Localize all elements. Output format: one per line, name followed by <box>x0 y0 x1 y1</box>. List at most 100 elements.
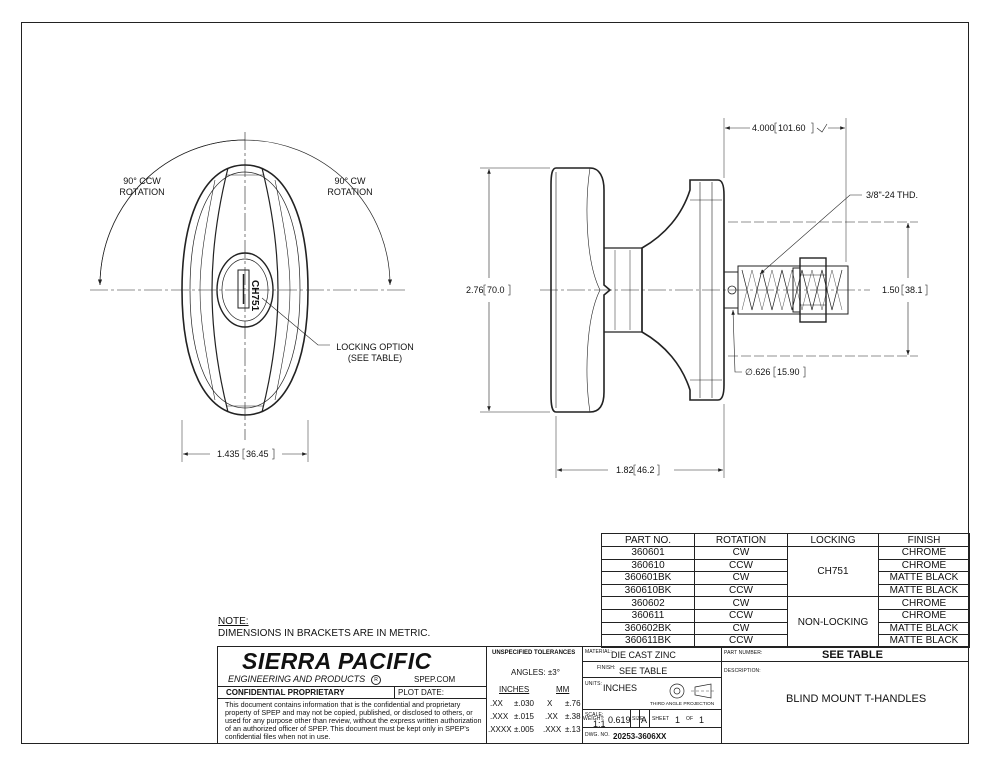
front-view <box>90 132 405 462</box>
company-name: SIERRA PACIFIC <box>242 648 432 674</box>
mm-heading: MM <box>556 685 570 694</box>
material-cell: MATERIAL: DIE CAST ZINC <box>582 646 722 662</box>
size-label: SIZE: <box>632 716 646 722</box>
rotation-cell: CW <box>694 596 788 610</box>
inches-heading: INCHES <box>499 685 530 694</box>
parts-table: PART NO. ROTATION LOCKING FINISH 360601 … <box>601 533 970 648</box>
dwg-no-label: DWG. NO. <box>585 732 610 738</box>
diameter-dim-mm: 15.90 <box>777 367 800 377</box>
tol-in-2: .XXX <box>490 712 509 721</box>
finish-cell: CHROME <box>878 596 970 610</box>
note-heading: NOTE: <box>218 616 249 627</box>
dwg-no-cell: DWG. NO. 20253-3606XX <box>582 727 722 744</box>
tol-mm-val-2: ±.38 <box>565 712 581 721</box>
height-dim: 2.76 <box>466 285 484 295</box>
handle-outline <box>181 164 309 416</box>
finish-cell: MATTE BLACK <box>878 621 970 636</box>
tol-mm-val-3: ±.13 <box>565 725 581 734</box>
finish-cell: FINISH: SEE TABLE <box>582 661 722 678</box>
handle-grip <box>550 167 612 413</box>
lock-code-label: CH751 <box>249 280 260 312</box>
part-no-cell: 360611 <box>601 608 695 623</box>
width-dim-mm: 36.45 <box>246 449 269 459</box>
angles-tolerance: ANGLES: ±3° <box>511 668 560 677</box>
plot-date: PLOT DATE: 12/21/2016 <box>398 688 444 698</box>
finish-label: FINISH: <box>597 665 616 671</box>
parts-table-header: PART NO. ROTATION LOCKING FINISH <box>601 533 970 547</box>
part-no-cell: 360602 <box>601 596 695 610</box>
confidential-text-cell: This document contains information that … <box>217 698 487 744</box>
confidential-text: This document contains information that … <box>225 700 482 741</box>
finish-cell: MATTE BLACK <box>878 583 970 598</box>
tol-mm-val-1: ±.76 <box>565 699 581 708</box>
registered-mark-icon: R <box>371 675 381 685</box>
weight-value: 0.619 <box>608 715 631 725</box>
threaded-stud <box>737 265 849 315</box>
rotation-cell: CW <box>694 621 788 636</box>
company-website: SPEP.COM <box>414 675 456 684</box>
sheet-label: SHEET <box>652 716 670 722</box>
lock-cylinder <box>216 252 274 328</box>
flange-dim-mm: 38.1 <box>905 285 923 295</box>
finish-cell: MATTE BLACK <box>878 571 970 585</box>
flange-dim: 1.50 <box>882 285 900 295</box>
header-rotation: ROTATION <box>694 533 788 547</box>
height-dim-mm: 70.0 <box>487 285 505 295</box>
description-value: BLIND MOUNT T-HANDLES <box>786 693 927 705</box>
part-no-cell: 360601BK <box>601 571 695 585</box>
locking-option-line2: (SEE TABLE) <box>348 353 402 363</box>
tol-in-val-3: ±.005 <box>514 725 534 734</box>
header-finish: FINISH <box>878 533 970 547</box>
units-projection-cell: UNITS: INCHES THIRD ANGLE PROJECTION <box>582 677 722 710</box>
depth-dim-mm: 46.2 <box>637 465 655 475</box>
finish-cell: CHROME <box>878 608 970 623</box>
rotation-cell: CW <box>694 571 788 585</box>
dwg-no-value: 20253-3606XX <box>613 732 667 741</box>
description-cell: DESCRIPTION: BLIND MOUNT T-HANDLES <box>721 661 969 744</box>
header-part-no: PART NO. <box>601 533 695 547</box>
scale-value: 1:1 <box>593 719 606 728</box>
third-angle-projection-icon <box>669 683 715 699</box>
part-no-cell: 360610BK <box>601 583 695 598</box>
table-row: 360610BK CCW MATTE BLACK <box>601 583 970 598</box>
size-value: A <box>641 715 648 725</box>
finish-cell: CHROME <box>878 546 970 560</box>
cw-label-line2: ROTATION <box>327 187 372 197</box>
table-row: 360611BK CCW MATTE BLACK <box>601 634 970 648</box>
description-label: DESCRIPTION: <box>724 668 761 674</box>
rotation-cell: CW <box>694 546 788 560</box>
thread-spec: 3/8"-24 THD. <box>866 190 918 200</box>
rotation-cell: CCW <box>694 583 788 598</box>
tolerances-title: UNSPECIFIED TOLERANCES <box>492 650 576 656</box>
scale-label: SCALE: <box>585 712 604 718</box>
locking-cell: NON-LOCKING <box>787 596 879 648</box>
rotation-cell: CCW <box>694 608 788 623</box>
length-dim-mm: 101.60 <box>778 123 806 133</box>
part-number-cell: PART NUMBER: SEE TABLE <box>721 646 969 662</box>
table-row: 360610 CCW CHROME <box>601 558 970 573</box>
header-locking: LOCKING <box>787 533 879 547</box>
sheet-value: 1 <box>675 715 681 725</box>
part-no-cell: 360601 <box>601 546 695 560</box>
cw-label-line1: 90° CW <box>334 176 366 186</box>
title-block: SIERRA PACIFIC ENGINEERING AND PRODUCTS … <box>217 646 969 744</box>
tol-mm-1: X <box>547 699 553 708</box>
ccw-label-line1: 90° CCW <box>123 176 161 186</box>
part-no-cell: 360602BK <box>601 621 695 636</box>
table-row: 360602 CW NON-LOCKING CHROME <box>601 596 970 648</box>
projection-label: THIRD ANGLE PROJECTION <box>650 702 715 707</box>
material-value: DIE CAST ZINC <box>611 650 676 660</box>
tol-in-3: .XXXX <box>488 725 512 734</box>
part-number-value: SEE TABLE <box>822 649 883 661</box>
tol-in-val-2: ±.015 <box>514 712 534 721</box>
finish-value: SEE TABLE <box>619 666 668 676</box>
tolerances-block: UNSPECIFIED TOLERANCES ANGLES: ±3° INCHE… <box>486 646 583 744</box>
units-value: INCHES <box>603 683 638 693</box>
length-dim: 4.000 <box>752 123 775 133</box>
part-no-cell: 360610 <box>601 558 695 573</box>
width-dim: 1.435 <box>217 449 240 459</box>
units-label: UNITS: <box>585 681 602 687</box>
locking-cell: CH751 <box>787 545 879 598</box>
tol-mm-3: .XXX <box>543 725 562 734</box>
